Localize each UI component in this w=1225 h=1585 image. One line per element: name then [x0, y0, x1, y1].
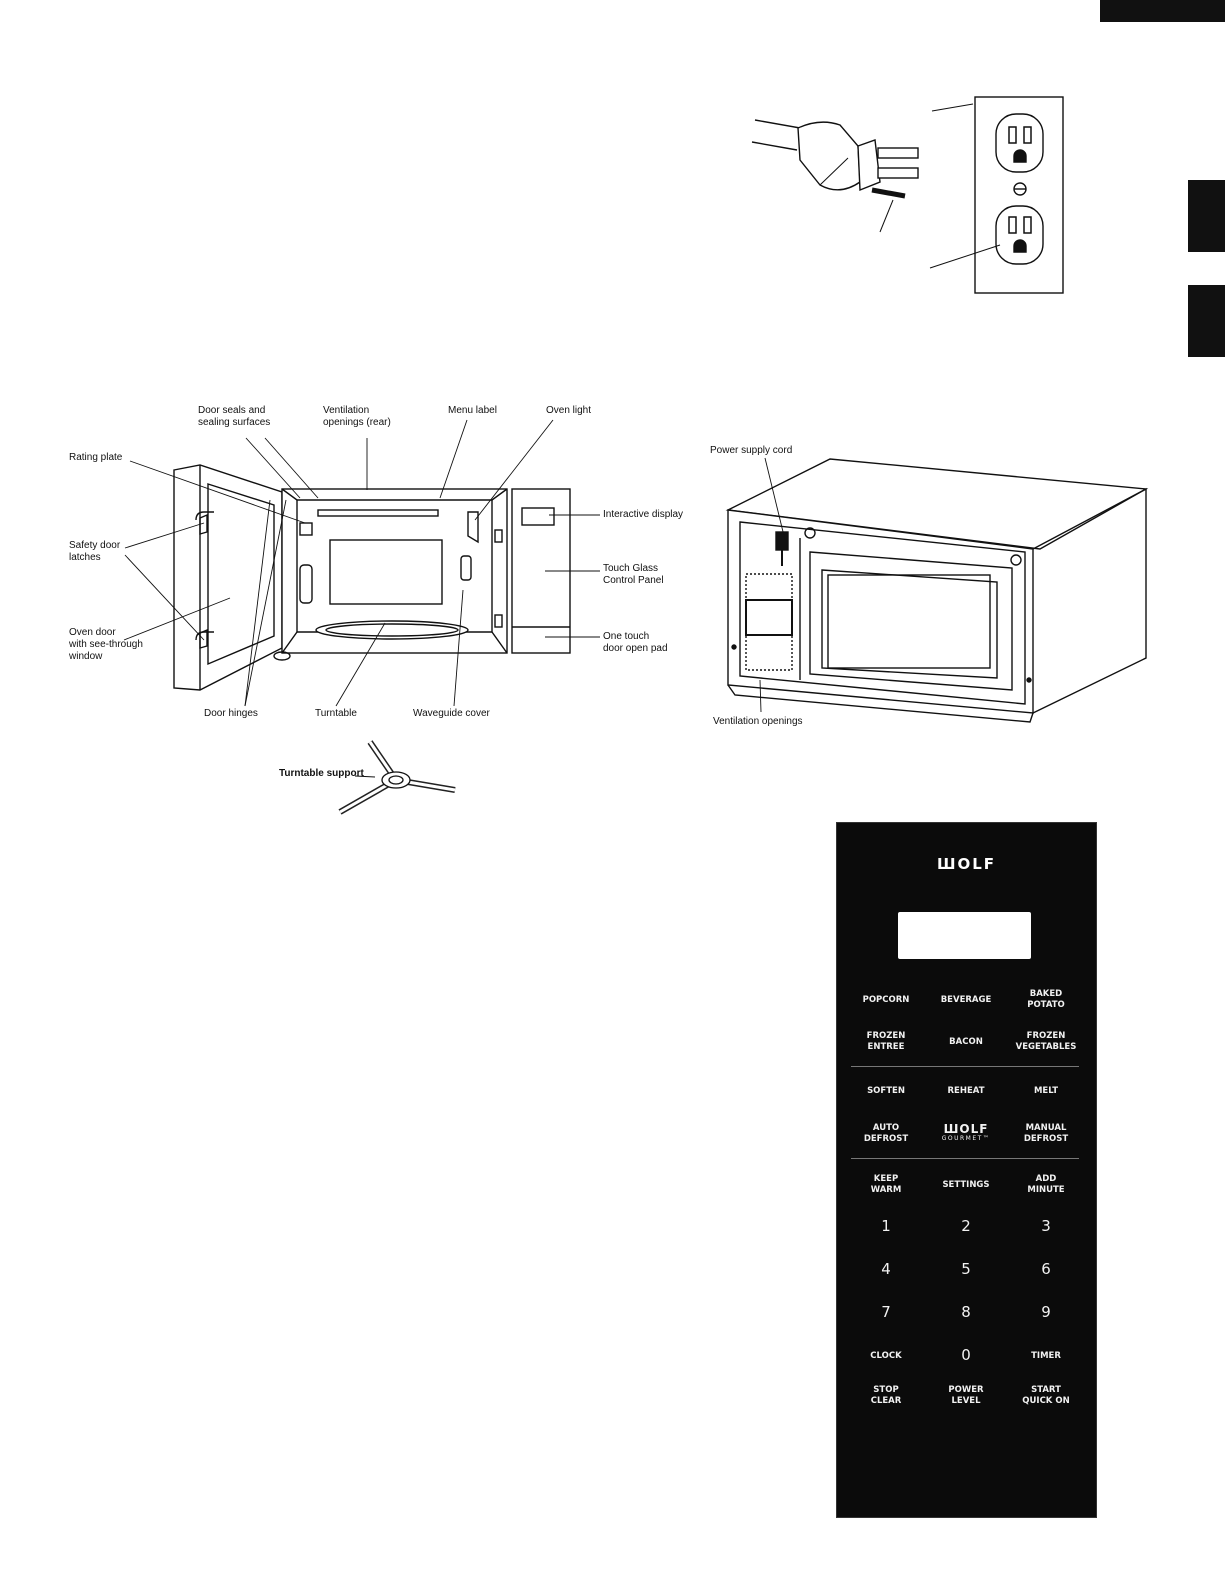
label-turntable: Turntable [315, 708, 357, 719]
power-level-button[interactable]: POWER LEVEL [948, 1385, 984, 1406]
label-oven-light: Oven light [546, 405, 592, 416]
microwave-front-illustration [173, 464, 571, 691]
popcorn-button[interactable]: POPCORN [862, 995, 910, 1005]
label-door-seals: Door seals and sealing surfaces [198, 405, 271, 428]
label-safety-latches: Safety door latches [69, 540, 121, 563]
label-menu: Menu label [448, 405, 497, 416]
side-edge-tab-1 [1188, 180, 1225, 252]
start-quick-on-button[interactable]: START QUICK ON [1022, 1385, 1070, 1406]
frozen-entree-button[interactable]: FROZEN ENTREE [866, 1031, 906, 1052]
panel-divider [851, 1066, 1079, 1067]
label-door-hinges: Door hinges [204, 708, 258, 719]
label-door-open-pad: One touch door open pad [603, 631, 668, 654]
add-minute-button[interactable]: ADD MINUTE [1027, 1174, 1065, 1195]
digit-6-button[interactable]: 6 [1041, 1260, 1051, 1278]
label-oven-door: Oven door with see-through window [69, 627, 143, 662]
clock-button[interactable]: CLOCK [870, 1351, 902, 1361]
timer-button[interactable]: TIMER [1031, 1351, 1061, 1361]
keep-warm-button[interactable]: KEEP WARM [870, 1174, 902, 1195]
label-turntable-support: Turntable support [279, 768, 364, 779]
wolf-gourmet-logo: ШOLF GOURMET™ [941, 1122, 991, 1142]
label-ventilation-rear: Ventilation openings (rear) [323, 405, 391, 428]
digit-5-button[interactable]: 5 [961, 1260, 971, 1278]
stop-clear-button[interactable]: STOP CLEAR [870, 1385, 902, 1406]
microwave-rear-illustration [725, 458, 1149, 723]
wolf-logo: ШOLF [936, 855, 997, 873]
label-rating-plate: Rating plate [69, 452, 123, 463]
control-panel: ШOLF POPCORN BEVERAGE BAKED POTATO FROZE… [836, 822, 1097, 1518]
label-interactive-display: Interactive display [603, 509, 684, 520]
soften-button[interactable]: SOFTEN [867, 1086, 905, 1096]
front-leader-lines [123, 419, 600, 707]
plug-illustration [751, 119, 919, 233]
label-waveguide-cover: Waveguide cover [413, 708, 490, 719]
digit-1-button[interactable]: 1 [881, 1217, 891, 1235]
reheat-button[interactable]: REHEAT [947, 1086, 985, 1096]
side-edge-tab-2 [1188, 285, 1225, 357]
digit-4-button[interactable]: 4 [881, 1260, 891, 1278]
beverage-button[interactable]: BEVERAGE [940, 995, 992, 1005]
label-power-supply-cord: Power supply cord [710, 445, 793, 456]
bacon-button[interactable]: BACON [949, 1037, 983, 1047]
top-edge-tab [1100, 0, 1225, 22]
baked-potato-button[interactable]: BAKED POTATO [1027, 989, 1065, 1010]
digit-9-button[interactable]: 9 [1041, 1303, 1051, 1321]
label-touch-glass: Touch Glass Control Panel [603, 563, 664, 586]
melt-button[interactable]: MELT [1033, 1086, 1059, 1096]
digit-8-button[interactable]: 8 [961, 1303, 971, 1321]
manual-defrost-button[interactable]: MANUAL DEFROST [1023, 1123, 1069, 1144]
digit-7-button[interactable]: 7 [881, 1303, 891, 1321]
panel-display [898, 912, 1031, 959]
digit-0-button[interactable]: 0 [961, 1346, 971, 1364]
rear-leader-lines [759, 457, 786, 713]
frozen-vegetables-button[interactable]: FROZEN VEGETABLES [1015, 1031, 1077, 1052]
digit-3-button[interactable]: 3 [1041, 1217, 1051, 1235]
settings-button[interactable]: SETTINGS [942, 1180, 990, 1190]
outlet-illustration [929, 96, 1064, 294]
label-ventilation-openings: Ventilation openings [713, 716, 803, 727]
auto-defrost-button[interactable]: AUTO DEFROST [863, 1123, 909, 1144]
panel-divider [851, 1158, 1079, 1159]
digit-2-button[interactable]: 2 [961, 1217, 971, 1235]
turntable-support-illustration [338, 740, 456, 815]
